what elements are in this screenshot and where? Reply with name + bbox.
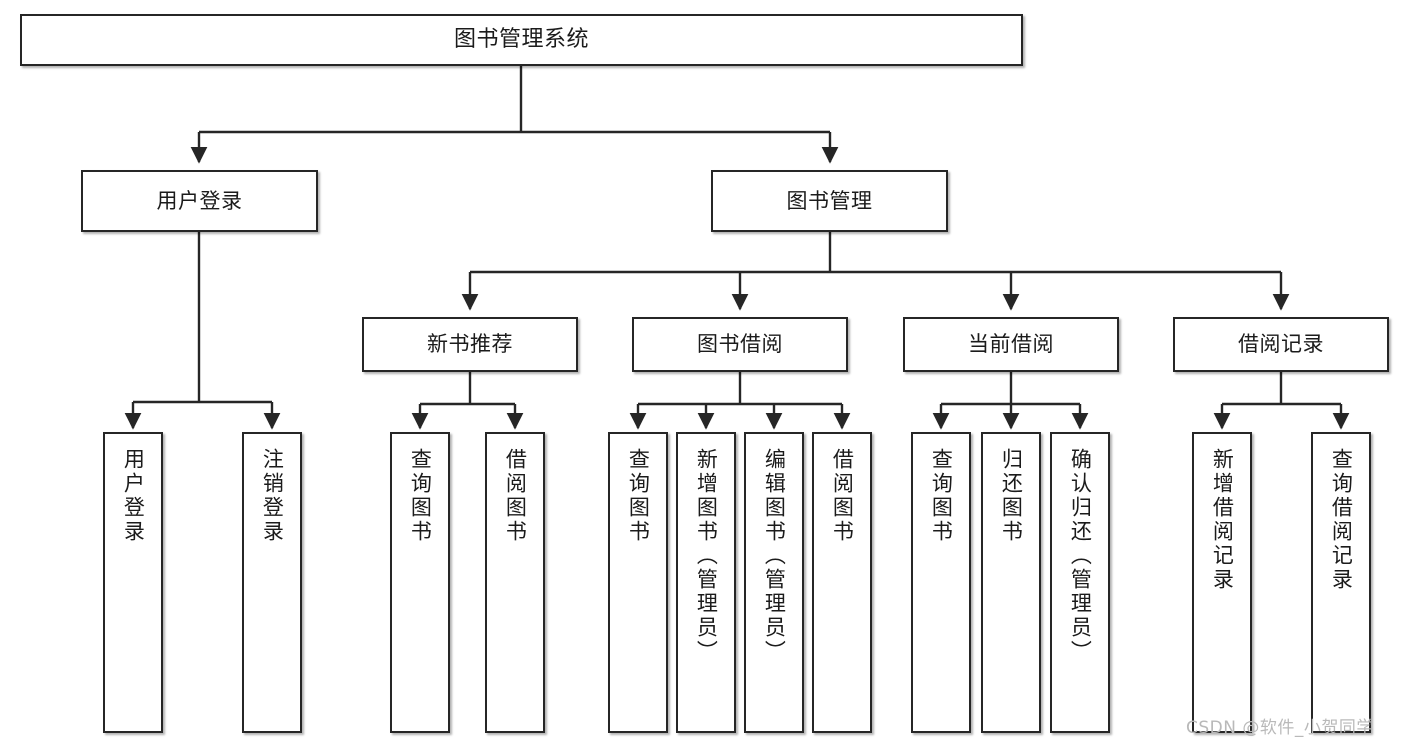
- node-leaf-query-book-3[interactable]: 查询图书: [911, 432, 971, 733]
- node-leaf-return-book[interactable]: 归还图书: [981, 432, 1041, 733]
- node-leaf-borrow-book-2[interactable]: 借阅图书: [812, 432, 872, 733]
- node-leaf-borrow-book-1[interactable]: 借阅图书: [485, 432, 545, 733]
- node-leaf-query-record-label: 查询借阅记录: [1329, 448, 1354, 592]
- node-leaf-query-book-3-label: 查询图书: [929, 448, 954, 544]
- node-leaf-query-record[interactable]: 查询借阅记录: [1311, 432, 1371, 733]
- node-leaf-query-book-2-label: 查询图书: [626, 448, 651, 544]
- node-leaf-edit-book-label: 编辑图书（管理员）: [762, 448, 787, 664]
- watermark: CSDN @软件_小贺同学: [1186, 718, 1374, 738]
- node-leaf-add-book-label: 新增图书（管理员）: [694, 448, 719, 664]
- node-new-book-recommend-label: 新书推荐: [427, 332, 513, 357]
- node-leaf-query-book-2[interactable]: 查询图书: [608, 432, 668, 733]
- node-book-borrow-label: 图书借阅: [697, 332, 783, 357]
- node-leaf-add-record-label: 新增借阅记录: [1210, 448, 1235, 592]
- node-leaf-add-record[interactable]: 新增借阅记录: [1192, 432, 1252, 733]
- node-book-management[interactable]: 图书管理: [711, 170, 948, 232]
- node-user-login[interactable]: 用户登录: [81, 170, 318, 232]
- node-current-borrow[interactable]: 当前借阅: [903, 317, 1119, 372]
- node-book-management-label: 图书管理: [786, 188, 873, 213]
- node-leaf-query-book-1-label: 查询图书: [408, 448, 433, 544]
- node-leaf-user-login[interactable]: 用户登录: [103, 432, 163, 733]
- node-leaf-logout[interactable]: 注销登录: [242, 432, 302, 733]
- node-leaf-confirm-return[interactable]: 确认归还（管理员）: [1050, 432, 1110, 733]
- node-leaf-user-login-label: 用户登录: [121, 448, 146, 544]
- node-user-login-label: 用户登录: [156, 188, 243, 213]
- node-borrow-record[interactable]: 借阅记录: [1173, 317, 1389, 372]
- node-borrow-record-label: 借阅记录: [1238, 332, 1324, 357]
- node-leaf-edit-book[interactable]: 编辑图书（管理员）: [744, 432, 804, 733]
- node-leaf-confirm-return-label: 确认归还（管理员）: [1068, 448, 1093, 664]
- node-current-borrow-label: 当前借阅: [968, 332, 1054, 357]
- node-root-label: 图书管理系统: [453, 27, 589, 53]
- node-leaf-add-book[interactable]: 新增图书（管理员）: [676, 432, 736, 733]
- node-root[interactable]: 图书管理系统: [20, 14, 1023, 66]
- node-book-borrow[interactable]: 图书借阅: [632, 317, 848, 372]
- node-new-book-recommend[interactable]: 新书推荐: [362, 317, 578, 372]
- node-leaf-borrow-book-1-label: 借阅图书: [503, 448, 528, 544]
- node-leaf-return-book-label: 归还图书: [999, 448, 1024, 544]
- node-leaf-query-book-1[interactable]: 查询图书: [390, 432, 450, 733]
- node-leaf-logout-label: 注销登录: [260, 448, 285, 544]
- node-leaf-borrow-book-2-label: 借阅图书: [830, 448, 855, 544]
